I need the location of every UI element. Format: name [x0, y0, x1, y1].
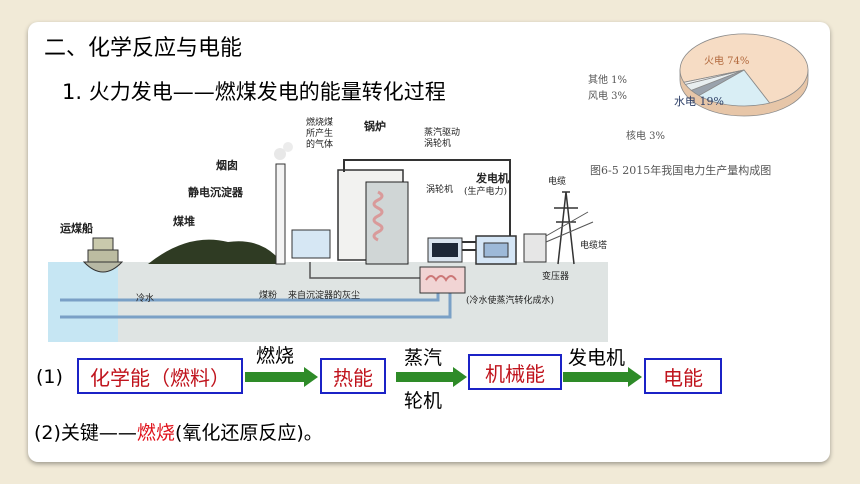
flow-arrow-3 — [563, 367, 642, 387]
arrow-label-turbine: 轮机 — [404, 390, 443, 412]
pie-label-thermal: 火电 74% — [704, 56, 750, 67]
key-highlight: 燃烧 — [136, 422, 175, 444]
ash-from-label: 来自沉淀器的灰尘 — [288, 291, 361, 301]
steam-drive-label: 蒸汽驱动涡轮机 — [424, 128, 461, 149]
coal-pile-label: 煤堆 — [173, 215, 195, 228]
transformer-label: 变压器 — [542, 272, 570, 282]
chimney-label: 烟囱 — [216, 159, 238, 172]
arrow-label-generator: 发电机 — [568, 347, 626, 369]
coal-ship-label: 运煤船 — [60, 222, 93, 235]
power-plant-diagram — [48, 142, 608, 342]
flow-box-chemical: 化学能（燃料） — [77, 358, 243, 394]
arrow-label-burn: 燃烧 — [256, 345, 295, 367]
key-line: (2)关键——燃烧(氧化还原反应)。 — [34, 418, 323, 445]
flow-box-mechanical: 机械能 — [468, 354, 562, 390]
transformer — [523, 233, 547, 263]
generator-label: 发电机 — [476, 172, 509, 185]
condenser — [419, 266, 466, 294]
pie-label-wind: 风电 3% — [588, 91, 628, 102]
flow-box-thermal: 热能 — [320, 358, 386, 394]
burn-gas-label: 燃烧煤所产生的气体 — [306, 118, 334, 150]
section-heading: 二、化学反应与电能 — [44, 36, 243, 61]
pie-slice-4 — [683, 69, 745, 85]
key-prefix: (2)关键—— — [34, 422, 137, 444]
subheading: 1. 火力发电——燃煤发电的能量转化过程 — [62, 80, 446, 104]
flow-prefix: (1) — [36, 366, 63, 388]
cold-water-label: 冷水 — [136, 294, 155, 304]
pie-label-hydro: 水电 19% — [674, 95, 724, 108]
precipitator — [291, 229, 331, 259]
pie-chart — [679, 33, 809, 117]
pie-chart-title: 图6-5 2015年我国电力生产量构成图 — [590, 164, 772, 177]
chimney — [275, 163, 286, 265]
pie-label-other: 其他 1% — [588, 75, 628, 86]
coal-pile — [148, 239, 283, 264]
cable-label: 电缆 — [548, 177, 567, 187]
pie-label-nuclear: 核电 3% — [626, 131, 666, 142]
cable-tower — [554, 191, 578, 265]
boiler-label: 锅炉 — [364, 120, 386, 133]
key-suffix: (氧化还原反应)。 — [174, 422, 323, 444]
coal-ship — [82, 261, 124, 273]
arrow-label-steam: 蒸汽 — [404, 347, 443, 369]
cable-tower-label: 电缆塔 — [580, 241, 608, 251]
pie-slice-0 — [679, 33, 809, 104]
flow-arrow-2 — [396, 367, 467, 387]
flow-box-electrical: 电能 — [644, 358, 722, 394]
water — [48, 262, 118, 342]
turbine-label: 涡轮机 — [426, 185, 454, 195]
flow-arrow-1 — [245, 367, 318, 387]
generator-sub-label: (生产电力) — [464, 187, 508, 197]
precipitator-label: 静电沉淀器 — [188, 186, 243, 199]
pie-slice-1 — [698, 69, 771, 107]
coal-ash-label: 煤粉 — [259, 291, 278, 301]
ground — [48, 262, 608, 342]
condense-label: (冷水使蒸汽转化成水) — [466, 296, 555, 306]
